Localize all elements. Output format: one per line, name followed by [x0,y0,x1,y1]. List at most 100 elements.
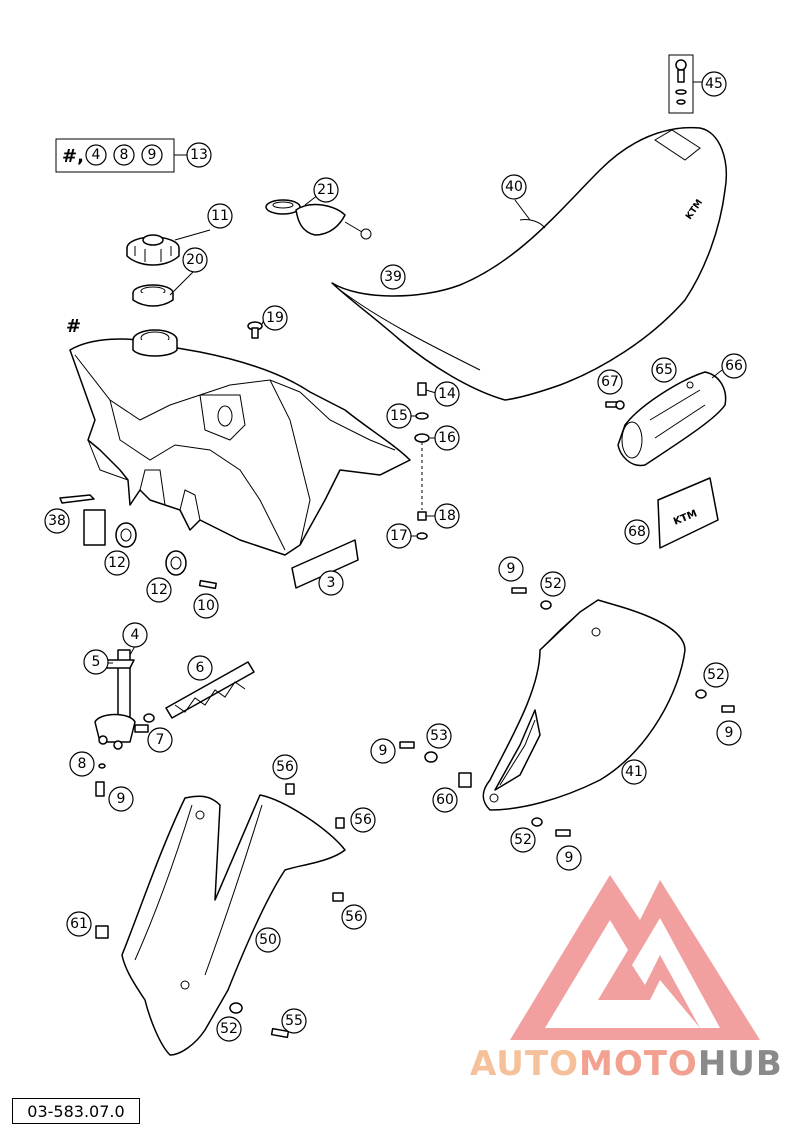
callout-circle [498,556,524,582]
callout-c56c: 56 [341,904,367,930]
callout-label: 55 [285,1013,303,1029]
callout-label: 21 [317,182,335,198]
callout-c9a: 9 [498,556,524,582]
callout-label: 45 [705,76,723,92]
callout-circle [703,662,729,688]
screw-9e [555,829,571,837]
callout-label: 5 [92,654,101,670]
callout-c52d: 52 [216,1016,242,1042]
callout-c52a: 52 [540,571,566,597]
callout-label: 52 [544,576,562,592]
screw-19 [247,321,263,339]
callout-c56a: 56 [272,754,298,780]
callout-circle [434,503,460,529]
callout-c55: 55 [281,1008,307,1034]
callout-label: 10 [197,598,215,614]
callout-circle [701,71,727,97]
callout-c67: 67 [597,369,623,395]
document-number: 03-583.07.0 [12,1098,140,1124]
callout-c7: 7 [147,727,173,753]
callout-label: 56 [276,759,294,775]
callout-label: 20 [186,252,204,268]
callout-circle [434,381,460,407]
callout-c41: 41 [621,759,647,785]
callout-label: 8 [78,756,87,772]
callout-circle [182,247,208,273]
callout-c16: 16 [434,425,460,451]
grommet-53 [424,751,438,763]
screw-9d [399,741,415,749]
callout-c9b: 9 [716,720,742,746]
kit-item-3: 9 [148,147,157,163]
decal-strip [291,539,359,589]
callout-c39: 39 [380,264,406,290]
watermark-logo-icon [510,875,760,1040]
breather-hose-part [265,199,372,240]
callout-circle [434,425,460,451]
callout-circle [721,353,747,379]
callout-circle [83,649,109,675]
callout-label: 41 [625,764,643,780]
fuel-cap [126,234,180,266]
callout-c12a: 12 [104,550,130,576]
callout-c10: 10 [193,593,219,619]
callout-circle [313,177,339,203]
callout-label: 68 [628,524,646,540]
callout-label: 7 [156,732,165,748]
side-cover-left [121,794,346,1056]
callout-c9d: 9 [370,738,396,764]
callout-c20: 20 [182,247,208,273]
callout-circle [262,305,288,331]
callout-c6: 6 [187,655,213,681]
kit-item-1: 4 [92,147,101,163]
clip-61 [95,925,109,939]
screw-56c [332,892,344,902]
callout-circle [193,593,219,619]
callout-label: 67 [601,374,619,390]
callout-c3: 3 [318,570,344,596]
callout-label: 61 [70,916,88,932]
callout-c38: 38 [44,508,70,534]
callout-circle [386,523,412,549]
callout-circle [207,203,233,229]
callout-label: 52 [707,667,725,683]
callout-label: 50 [259,932,277,948]
callout-c19: 19 [262,305,288,331]
callout-circle [187,655,213,681]
callout-circle [426,723,452,749]
callout-c66: 66 [721,353,747,379]
callout-circle [255,927,281,953]
callout-c4: 4 [122,622,148,648]
callout-circle [66,911,92,937]
callout-c65: 65 [651,357,677,383]
callout-circle [69,751,95,777]
callout-label: 4 [131,627,140,643]
callout-circle [540,571,566,597]
callout-c45: 45 [701,71,727,97]
callout-c50: 50 [255,927,281,953]
callout-label: 39 [384,269,402,285]
callout-c52b: 52 [703,662,729,688]
callout-label: 53 [430,728,448,744]
callout-c68: 68 [624,519,650,545]
callout-label: 9 [565,850,574,866]
callout-circle [281,1008,307,1034]
callout-c53: 53 [426,723,452,749]
callout-c5: 5 [83,649,109,675]
callout-label: 12 [108,555,126,571]
callout-label: 56 [345,909,363,925]
callout-c60: 60 [432,787,458,813]
callout-c56b: 56 [350,807,376,833]
washer-52a [540,600,552,610]
callout-label: 15 [390,408,408,424]
callout-c9c: 9 [108,786,134,812]
fuel-cap-seal [132,284,174,307]
callout-circle [624,519,650,545]
washer-52d [229,1002,243,1014]
callout-circle [501,174,527,200]
callout-label: 17 [390,528,408,544]
callout-circle [651,357,677,383]
callout-c40: 40 [501,174,527,200]
